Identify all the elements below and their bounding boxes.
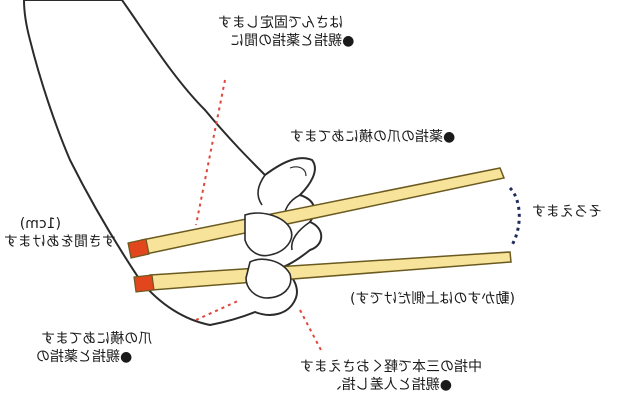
label-note-text: (動かすのは上側だけです) <box>350 291 515 307</box>
label-left-bottom-line2: 爪の横にあてます <box>36 330 152 348</box>
label-bottom-line1: ●親指と人差し指、 <box>300 376 482 394</box>
label-note: (動かすのは上側だけです) <box>350 290 515 308</box>
label-left-bottom: 爪の横にあてます ●親指と薬指の <box>36 330 152 366</box>
spread-arc <box>510 188 519 245</box>
guide-line-bottom <box>300 310 322 352</box>
label-bottom-line2: 中指の三本で軽くおさえます <box>300 358 482 376</box>
label-left-bottom-line1: ●親指と薬指の <box>36 348 152 366</box>
label-spread: そろえます <box>532 203 602 221</box>
label-top: はさんで固定します ●親指と薬指の間に <box>218 14 354 50</box>
label-middle-right: ●薬指の爪の横にあてます <box>290 128 455 146</box>
label-left-top: すき間をあけます <box>4 233 116 251</box>
label-left-gap: (1cm) すき間をあけます <box>4 215 116 251</box>
label-top-line1: ●親指と薬指の間に <box>218 32 354 50</box>
label-spread-text: そろえます <box>532 204 602 220</box>
label-top-line2: はさんで固定します <box>218 14 354 32</box>
label-bottom: 中指の三本で軽くおさえます ●親指と人差し指、 <box>300 358 482 394</box>
label-left-sub: (1cm) <box>4 215 116 233</box>
label-middle-right-text: ●薬指の爪の横にあてます <box>290 129 455 145</box>
